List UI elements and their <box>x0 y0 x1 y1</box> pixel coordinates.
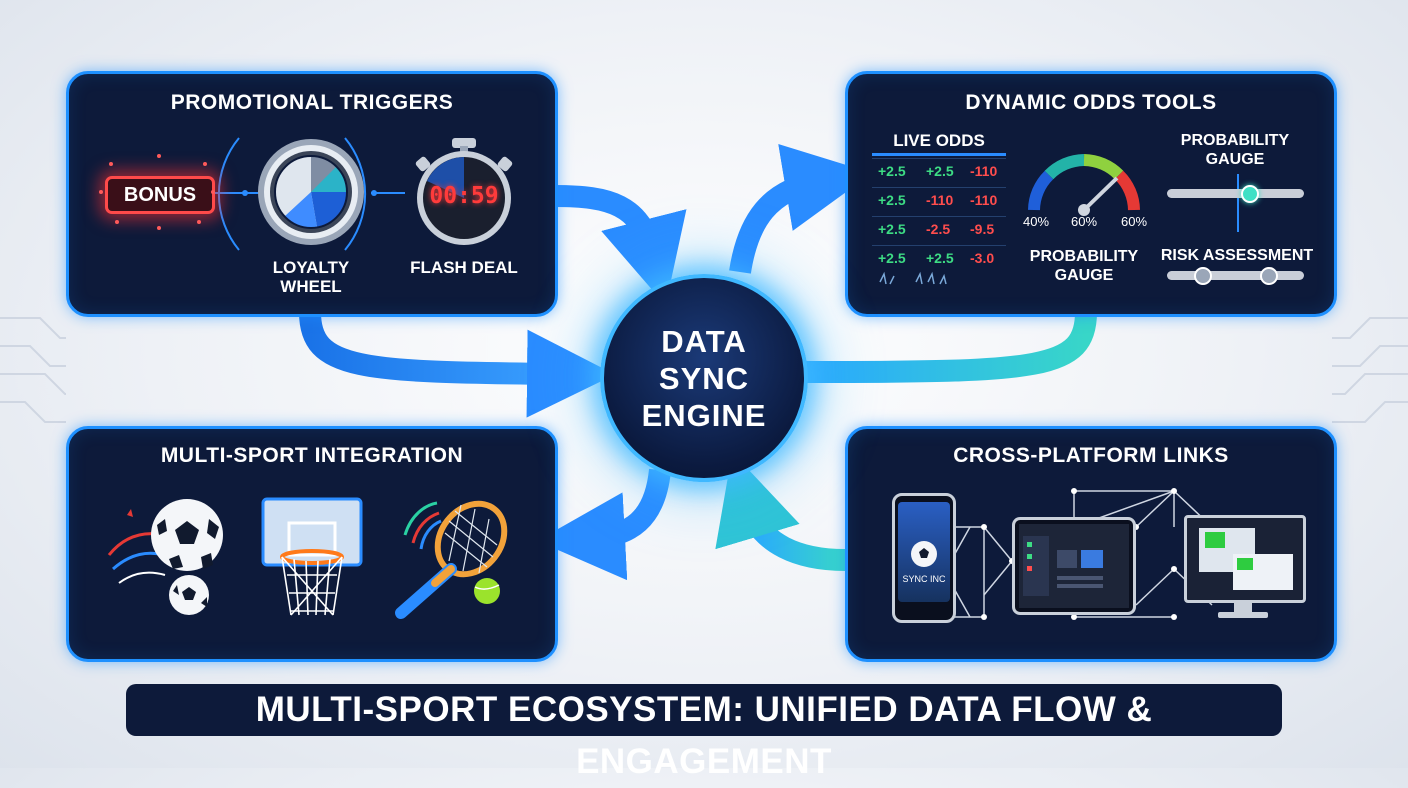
loyalty-line-2: WHEEL <box>280 277 342 296</box>
odds-cell: -3.0 <box>970 250 995 266</box>
multi-sport-integration-panel: MULTI-SPORT INTEGRATION <box>66 426 558 662</box>
phone-app-name: SYNC INC <box>902 574 946 584</box>
data-sync-engine-hub: DATA SYNC ENGINE <box>600 274 808 482</box>
engine-line-3: ENGINE <box>641 397 767 433</box>
loyalty-line-1: LOYALTY <box>272 258 350 277</box>
odds-cell: +2.5 <box>926 250 954 266</box>
gauge-tick-3: 60% <box>1120 214 1148 229</box>
probability-slider[interactable] <box>1167 189 1304 198</box>
prob-label-line-2: GAUGE <box>1205 151 1265 168</box>
probability-slider-knob[interactable] <box>1241 185 1259 203</box>
monitor-stand <box>1234 600 1252 612</box>
panel-title: PROMOTIONAL TRIGGERS <box>170 91 454 114</box>
cross-platform-links-panel: CROSS-PLATFORM LINKS SYNC INC <box>845 426 1337 662</box>
risk-assessment-slider[interactable] <box>1167 271 1304 280</box>
odds-cell: +2.5 <box>878 163 906 179</box>
monitor-base <box>1218 612 1268 618</box>
basketball-hoop-icon <box>261 497 363 616</box>
bonus-label: BONUS <box>123 184 197 206</box>
odds-cell: -9.5 <box>970 221 995 237</box>
odds-cell: +2.5 <box>878 192 906 208</box>
odds-row: +2.5 +2.5 -110 <box>872 158 1006 183</box>
tennis-racket-icon <box>395 500 508 619</box>
bonus-badge[interactable]: BONUS <box>105 176 215 214</box>
odds-row: +2.5 +2.5 -3.0 <box>872 245 1006 270</box>
arrow-promo-to-engine-bottom <box>299 311 615 418</box>
panel-title: CROSS-PLATFORM LINKS <box>953 444 1229 467</box>
odds-row: +2.5 -110 -110 <box>872 187 1006 212</box>
circuit-traces-left <box>0 317 66 423</box>
panel-title: DYNAMIC ODDS TOOLS <box>965 91 1217 114</box>
gauge-tick-1: 40% <box>1022 214 1050 229</box>
loyalty-wheel-icon[interactable] <box>255 136 367 248</box>
arrow-odds-to-engine <box>804 311 1097 383</box>
arrow-promo-to-engine-top <box>554 185 687 306</box>
flow-arrows-layer <box>0 144 1408 581</box>
odds-trend-marks-icon <box>879 271 947 285</box>
tablet-device <box>1012 517 1136 615</box>
gauge-tick-2: 60% <box>1070 214 1098 229</box>
prob-label-line-1: PROBABILITY <box>1180 132 1290 149</box>
odds-cell: -110 <box>970 192 998 208</box>
live-odds-table <box>872 153 1006 156</box>
engine-line-2: SYNC <box>658 360 750 396</box>
odds-cell: +2.5 <box>926 163 954 179</box>
stopwatch-icon <box>415 138 513 245</box>
arrow-cross-to-engine <box>715 452 846 571</box>
flash-deal-timer: 00:59 <box>429 183 499 209</box>
risk-slider-knob-low[interactable] <box>1194 267 1212 285</box>
arrow-engine-to-odds <box>729 144 873 274</box>
odds-row: +2.5 -2.5 -9.5 <box>872 216 1006 241</box>
arrow-engine-to-multisport <box>537 468 671 581</box>
odds-cell: +2.5 <box>878 250 906 266</box>
panel-title: MULTI-SPORT INTEGRATION <box>160 444 464 467</box>
promo-connector-lines <box>213 137 405 251</box>
gauge-label-line-2: GAUGE <box>1054 267 1114 284</box>
engine-line-1: DATA <box>661 323 747 359</box>
footer-banner: MULTI-SPORT ECOSYSTEM: UNIFIED DATA FLOW… <box>126 684 1282 781</box>
gauge-label-line-1: PROBABILITY <box>1029 248 1139 265</box>
odds-cell: +2.5 <box>878 221 906 237</box>
probability-slider-label: PROBABILITY GAUGE <box>1164 131 1306 169</box>
odds-cell: -110 <box>926 192 954 208</box>
odds-cell: -2.5 <box>926 221 951 237</box>
loyalty-wheel-label: LOYALTY WHEEL <box>253 258 369 296</box>
live-odds-title: LIVE ODDS <box>893 131 985 150</box>
risk-slider-knob-high[interactable] <box>1260 267 1278 285</box>
risk-assessment-label: RISK ASSESSMENT <box>1160 247 1314 264</box>
probability-gauge-icon <box>1028 154 1140 216</box>
bonus-sparkle-icon <box>99 154 215 230</box>
probability-slider-divider <box>1237 174 1239 232</box>
promotional-triggers-panel: PROMOTIONAL TRIGGERS BONUS LOYALTY WHEEL <box>66 71 558 317</box>
odds-cell: -110 <box>970 163 998 179</box>
soccer-ball-icon <box>107 499 223 615</box>
phone-soccer-icon <box>911 541 937 567</box>
desktop-monitor <box>1184 515 1306 603</box>
circuit-traces-right <box>1332 317 1408 423</box>
flash-deal-label: FLASH DEAL <box>410 258 518 277</box>
probability-gauge-label: PROBABILITY GAUGE <box>1014 247 1154 285</box>
phone-device: SYNC INC <box>892 493 956 623</box>
